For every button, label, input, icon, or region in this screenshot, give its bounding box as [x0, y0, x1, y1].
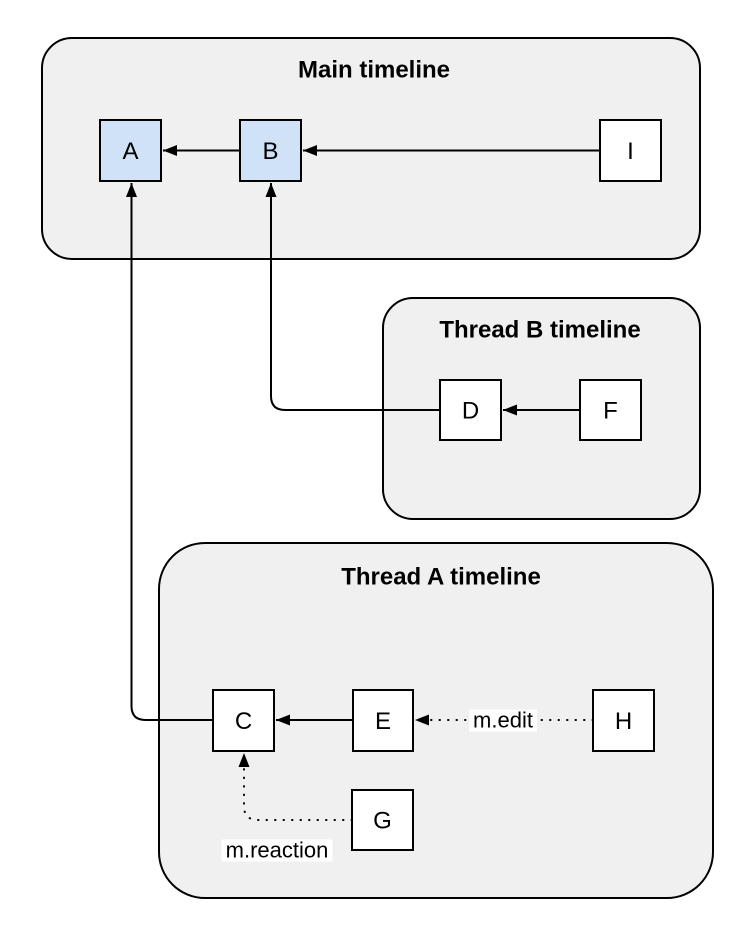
container-title-main-timeline: Main timeline: [298, 57, 450, 84]
container-box-main-timeline: [41, 37, 701, 260]
edge-C-to-A: [126, 183, 213, 721]
node-I: I: [599, 119, 662, 182]
node-label-A: A: [122, 138, 138, 165]
node-label-G: G: [373, 808, 392, 835]
node-F: F: [579, 379, 642, 441]
node-label-C: C: [235, 708, 252, 735]
node-box-H: [592, 689, 655, 752]
node-C: C: [212, 689, 275, 752]
container-box-thread-b-timeline: [382, 297, 701, 520]
node-label-I: I: [627, 138, 634, 165]
edge-label-H-to-E: m.edit: [473, 708, 533, 733]
node-B: B: [239, 119, 302, 182]
edge-H-to-E: m.edit: [414, 708, 594, 733]
edge-label-G-to-C: m.reaction: [226, 838, 329, 863]
node-box-C: [212, 689, 275, 752]
edge-D-to-B: [265, 183, 440, 411]
node-E: E: [352, 689, 414, 752]
container-thread-a-timeline: Thread A timeline: [158, 542, 714, 899]
node-label-E: E: [375, 708, 391, 735]
container-title-thread-a-timeline: Thread A timeline: [341, 564, 541, 591]
node-box-I: [599, 119, 662, 182]
node-box-A: [99, 119, 162, 182]
edge-label-bg-H-to-E: [469, 709, 537, 732]
container-main-timeline: Main timeline: [41, 37, 701, 260]
node-box-B: [239, 119, 302, 182]
node-H: H: [592, 689, 655, 752]
node-label-H: H: [615, 708, 632, 735]
node-G: G: [351, 789, 414, 851]
node-box-G: [351, 789, 414, 851]
node-label-B: B: [262, 138, 278, 165]
node-box-F: [579, 379, 642, 441]
node-label-F: F: [603, 398, 618, 425]
edge-G-to-C: m.reaction: [221, 752, 353, 863]
edge-line-D-to-B: [265, 183, 440, 411]
edge-line-C-to-A: [126, 183, 213, 721]
node-A: A: [99, 119, 162, 182]
node-D: D: [439, 379, 502, 441]
edge-label-bg-G-to-C: [221, 839, 333, 862]
container-title-thread-b-timeline: Thread B timeline: [439, 317, 640, 344]
node-box-E: [352, 689, 414, 752]
node-box-D: [439, 379, 502, 441]
edge-line-G-to-C: [238, 752, 353, 821]
container-thread-b-timeline: Thread B timeline: [382, 297, 701, 520]
node-label-D: D: [462, 398, 479, 425]
